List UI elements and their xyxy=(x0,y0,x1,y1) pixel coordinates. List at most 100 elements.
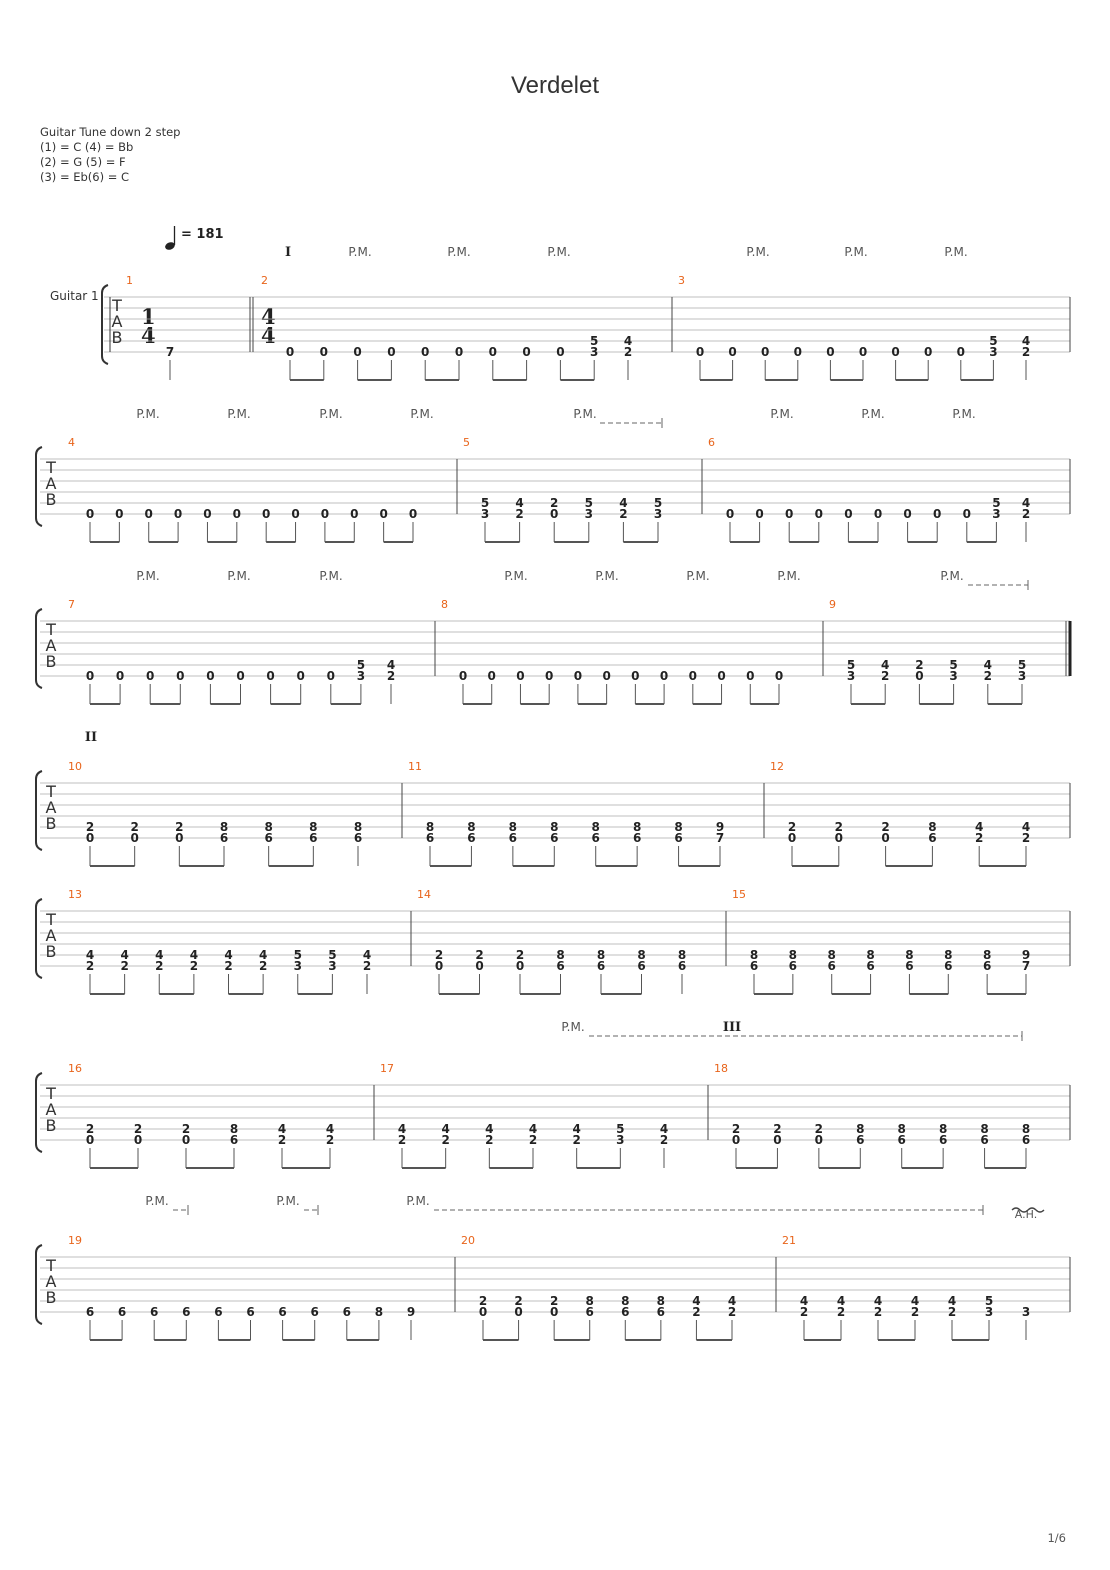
palm-mute-label: P.M. xyxy=(561,1020,584,1034)
fret-number: 8 xyxy=(597,948,605,962)
fret-number: 0 xyxy=(379,507,387,521)
fret-number: 6 xyxy=(509,831,517,845)
palm-mute-label: P.M. xyxy=(686,569,709,583)
fret-number: 5 xyxy=(294,948,302,962)
fret-number: 3 xyxy=(481,507,489,521)
fret-number: 2 xyxy=(86,959,94,973)
fret-number: 6 xyxy=(586,1305,594,1319)
tuning-line: Guitar Tune down 2 step xyxy=(40,125,181,139)
fret-number: 0 xyxy=(794,345,802,359)
fret-number: 4 xyxy=(660,1122,668,1136)
fret-number: 6 xyxy=(637,959,645,973)
fret-number: 7 xyxy=(716,831,724,845)
fret-number: 6 xyxy=(592,831,600,845)
tab-clef-letter: A xyxy=(112,312,123,331)
fret-number: 8 xyxy=(220,820,228,834)
palm-mute-label: P.M. xyxy=(136,407,159,421)
fret-number: 5 xyxy=(989,334,997,348)
fret-number: 0 xyxy=(236,669,244,683)
fret-number: 5 xyxy=(616,1122,624,1136)
bar-number: 18 xyxy=(714,1062,728,1075)
palm-mute-label: P.M. xyxy=(573,407,596,421)
fret-number: 6 xyxy=(278,1305,286,1319)
fret-number: 0 xyxy=(286,345,294,359)
fret-number: 4 xyxy=(515,496,523,510)
fret-number: 0 xyxy=(574,669,582,683)
bar-number: 17 xyxy=(380,1062,394,1075)
fret-number: 8 xyxy=(556,948,564,962)
fret-number: 6 xyxy=(621,1305,629,1319)
fret-number: 0 xyxy=(297,669,305,683)
fret-number: 2 xyxy=(835,820,843,834)
vibrato-icon xyxy=(1011,1207,1045,1213)
fret-number: 8 xyxy=(633,820,641,834)
fret-number: 2 xyxy=(224,959,232,973)
palm-mute-label: P.M. xyxy=(777,569,800,583)
fret-number: 2 xyxy=(278,1133,286,1147)
section-marker: II xyxy=(85,730,97,745)
tab-clef-letter: T xyxy=(45,620,56,639)
fret-number: 2 xyxy=(984,669,992,683)
palm-mute-label: P.M. xyxy=(770,407,793,421)
staff-bracket xyxy=(35,608,43,689)
fret-number: 2 xyxy=(728,1305,736,1319)
fret-number: 4 xyxy=(441,1122,449,1136)
fret-number: 2 xyxy=(134,1122,142,1136)
fret-number: 6 xyxy=(1022,1133,1030,1147)
fret-number: 5 xyxy=(1018,658,1026,672)
fret-number: 6 xyxy=(220,831,228,845)
fret-number: 8 xyxy=(354,820,362,834)
fret-number: 5 xyxy=(654,496,662,510)
instrument-name: Guitar 1 xyxy=(50,289,99,303)
page-number: 1/6 xyxy=(1047,1531,1066,1545)
fret-number: 3 xyxy=(1022,1305,1030,1319)
fret-number: 0 xyxy=(788,831,796,845)
fret-number: 0 xyxy=(859,345,867,359)
fret-number: 5 xyxy=(357,658,365,672)
fret-number: 7 xyxy=(1022,959,1030,973)
fret-number: 3 xyxy=(357,669,365,683)
fret-number: 4 xyxy=(529,1122,537,1136)
fret-number: 0 xyxy=(387,345,395,359)
fret-number: 8 xyxy=(789,948,797,962)
fret-number: 0 xyxy=(291,507,299,521)
fret-number: 0 xyxy=(957,345,965,359)
bar-number: 9 xyxy=(829,598,836,611)
fret-number: 8 xyxy=(856,1122,864,1136)
fret-number: 5 xyxy=(585,496,593,510)
fret-number: 0 xyxy=(933,507,941,521)
bar-number: 16 xyxy=(68,1062,82,1075)
section-marker: I xyxy=(285,245,291,260)
palm-mute-label: P.M. xyxy=(746,245,769,259)
fret-number: 0 xyxy=(176,669,184,683)
fret-number: 4 xyxy=(1022,496,1030,510)
fret-number: 4 xyxy=(363,948,371,962)
fret-number: 0 xyxy=(773,1133,781,1147)
fret-number: 4 xyxy=(278,1122,286,1136)
fret-number: 4 xyxy=(155,948,163,962)
tab-clef-letter: T xyxy=(111,296,122,315)
fret-number: 8 xyxy=(592,820,600,834)
tuning-line: (2) = G (5) = F xyxy=(40,155,126,169)
fret-number: 8 xyxy=(467,820,475,834)
palm-mute-label: P.M. xyxy=(447,245,470,259)
bar-number: 6 xyxy=(708,436,715,449)
fret-number: 8 xyxy=(230,1122,238,1136)
fret-number: 0 xyxy=(726,507,734,521)
fret-number: 8 xyxy=(944,948,952,962)
fret-number: 0 xyxy=(514,1305,522,1319)
time-signature-bottom: 4 xyxy=(141,323,156,348)
fret-number: 8 xyxy=(309,820,317,834)
staff-bracket xyxy=(35,446,43,527)
fret-number: 0 xyxy=(717,669,725,683)
fret-number: 2 xyxy=(1022,831,1030,845)
fret-number: 0 xyxy=(785,507,793,521)
fret-number: 0 xyxy=(815,507,823,521)
fret-number: 3 xyxy=(847,669,855,683)
fret-number: 0 xyxy=(775,669,783,683)
fret-number: 0 xyxy=(891,345,899,359)
fret-number: 4 xyxy=(120,948,128,962)
fret-number: 2 xyxy=(516,948,524,962)
palm-mute-label: P.M. xyxy=(276,1194,299,1208)
